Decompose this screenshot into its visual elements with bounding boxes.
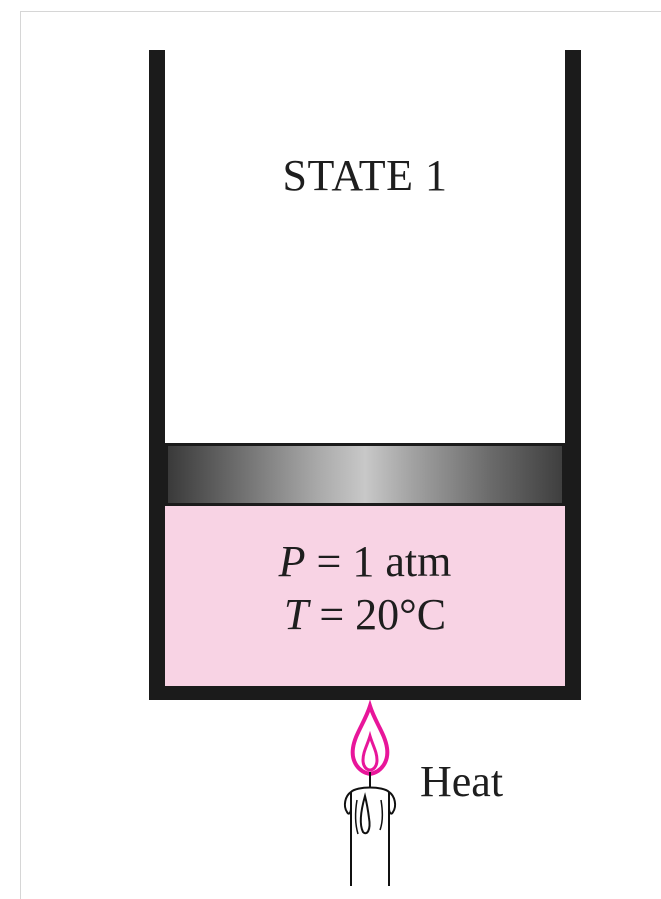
heat-label: Heat — [420, 757, 504, 806]
temperature-label: T = 20°C — [165, 593, 565, 637]
gas-region — [165, 506, 565, 686]
temperature-symbol: T — [283, 590, 309, 639]
cylinder-bottom-wall — [149, 686, 581, 700]
figure-frame — [20, 11, 661, 899]
candle-flame-icon — [343, 700, 397, 886]
state-title: STATE 1 — [282, 151, 448, 200]
pressure-value: = 1 atm — [305, 537, 452, 586]
cylinder-left-wall — [149, 50, 165, 700]
temperature-value: = 20°C — [308, 590, 447, 639]
cylinder-right-wall — [565, 50, 581, 700]
pressure-label: P = 1 atm — [165, 540, 565, 584]
piston — [165, 443, 565, 506]
pressure-symbol: P — [278, 537, 306, 586]
